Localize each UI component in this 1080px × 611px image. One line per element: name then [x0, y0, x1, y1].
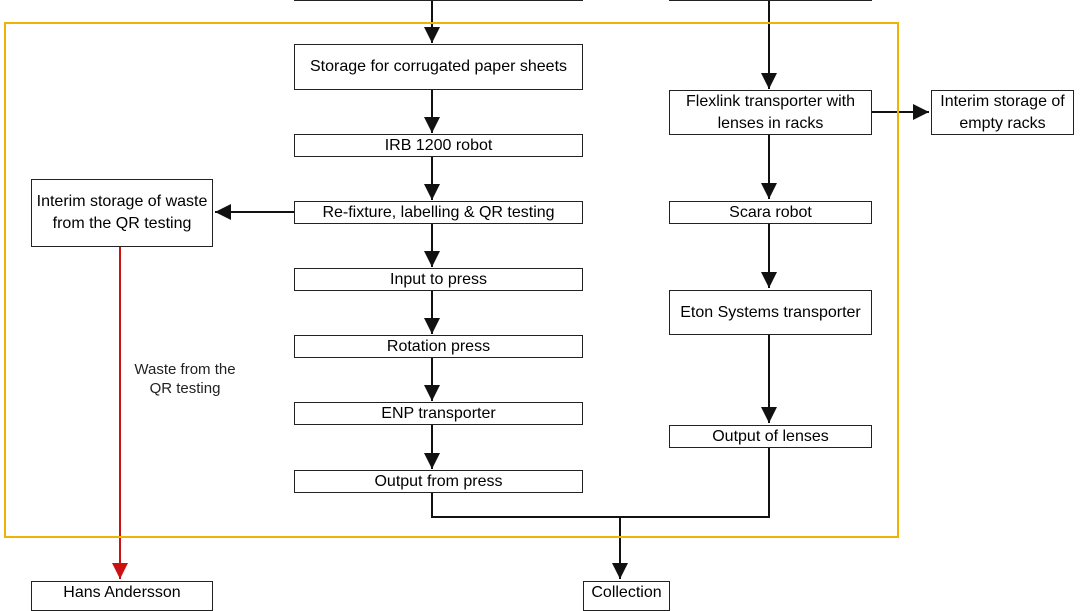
node-refixture: Re-fixture, labelling & QR testing — [294, 201, 583, 224]
node-input-press: Input to press — [294, 268, 583, 291]
node-rotation-press: Rotation press — [294, 335, 583, 358]
node-storage-corrugated: Storage for corrugated paper sheets — [294, 44, 583, 90]
node-flexlink: Flexlink transporter with lenses in rack… — [669, 90, 872, 135]
waste-edge-label: Waste from the QR testing — [134, 361, 236, 397]
node-output-lenses: Output of lenses — [669, 425, 872, 448]
node-scara: Scara robot — [669, 201, 872, 224]
node-top-left-partial — [294, 0, 583, 1]
node-eton: Eton Systems transporter — [669, 290, 872, 335]
node-irb-robot: IRB 1200 robot — [294, 134, 583, 157]
node-interim-racks: Interim storage of empty racks — [931, 90, 1074, 135]
node-collection: Collection — [583, 581, 670, 611]
node-interim-waste: Interim storage of waste from the QR tes… — [31, 179, 213, 247]
node-enp-transporter: ENP transporter — [294, 402, 583, 425]
node-output-press: Output from press — [294, 470, 583, 493]
line-press-to-collection — [431, 448, 770, 518]
node-hans: Hans Andersson — [31, 581, 213, 611]
node-top-right-partial — [669, 0, 872, 1]
process-frame — [4, 22, 899, 538]
